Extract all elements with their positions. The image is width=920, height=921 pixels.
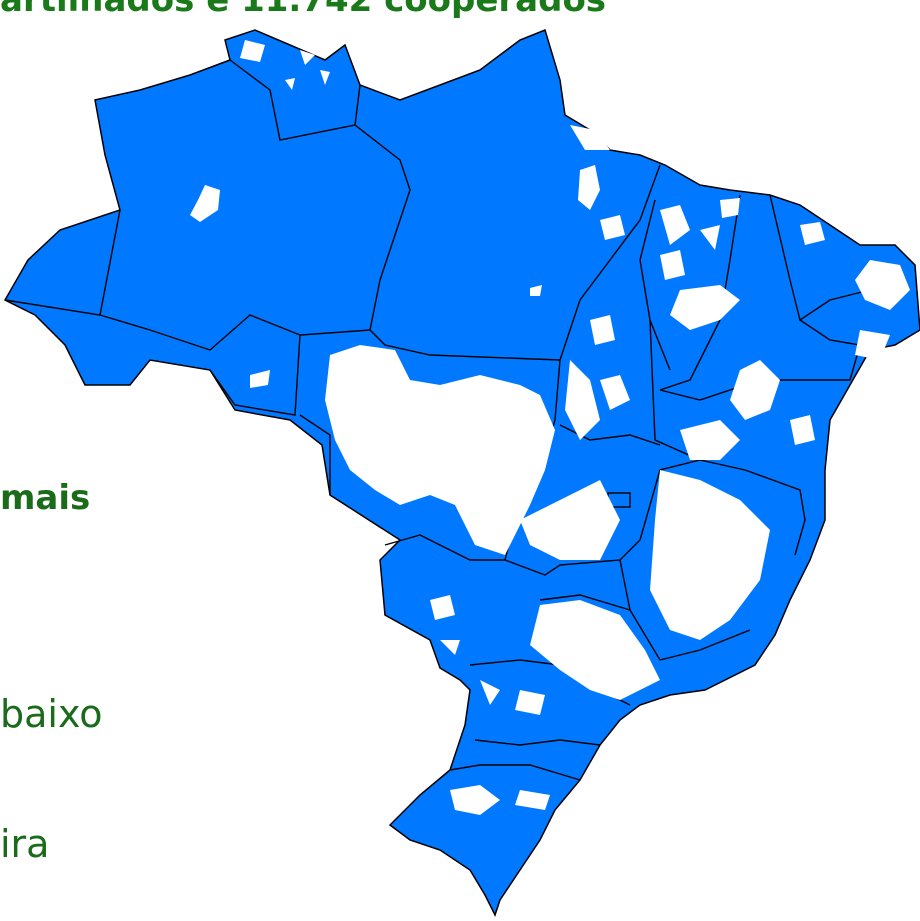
side-text-1: mais bbox=[0, 478, 91, 518]
uncovered-areas bbox=[190, 40, 910, 815]
side-text-3: ira bbox=[0, 822, 50, 866]
side-text-2: baixo bbox=[0, 692, 103, 736]
title-fragment: artilhados e 11.742 cooperados bbox=[0, 0, 607, 20]
